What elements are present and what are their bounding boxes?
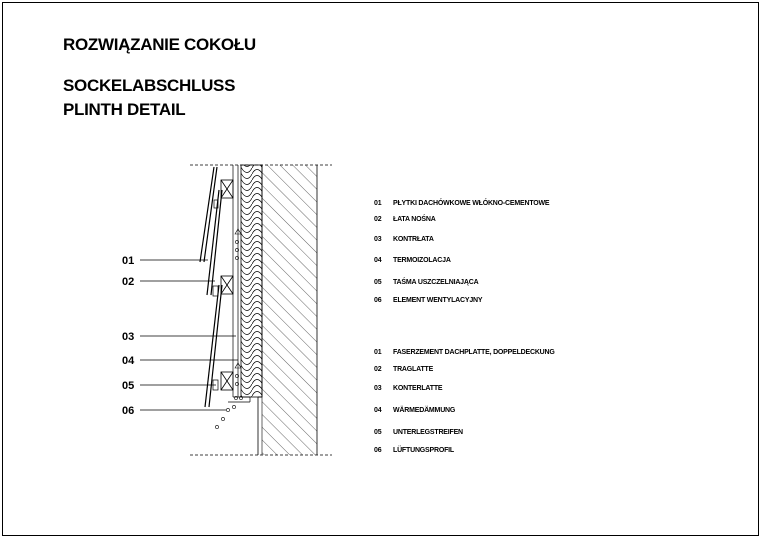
legend-de-item: 05 UNTERLEGSTREIFEN: [374, 428, 463, 437]
batten-middle: [220, 275, 234, 295]
callout-01: 01: [122, 255, 134, 267]
legend-text: KONTRŁATA: [393, 236, 434, 243]
legend-number: 02: [374, 366, 382, 373]
legend-text: TERMOIZOLACJA: [393, 257, 451, 264]
legend-text: UNTERLEGSTREIFEN: [393, 429, 463, 436]
vent-dots: [215, 240, 243, 429]
sealing-tape-marker: [234, 362, 242, 369]
legend-pl-item: 06 ELEMENT WENTYLACYJNY: [374, 296, 483, 305]
batten-bottom: [220, 371, 234, 391]
title-german: SOCKELABSCHLUSS: [63, 76, 236, 95]
batten-top: [220, 179, 234, 199]
legend-text: TAŚMA USZCZELNIAJĄCA: [393, 279, 479, 286]
legend-number: 05: [374, 429, 382, 436]
legend-text: WÄRMEDÄMMUNG: [393, 407, 456, 414]
legend-number: 03: [374, 385, 382, 392]
leader-lines: [140, 259, 238, 411]
legend-pl-item: 05 TAŚMA USZCZELNIAJĄCA: [374, 278, 479, 287]
fibre-cement-tiles: [199, 166, 223, 408]
legend-de-item: 03 KONTERLATTE: [374, 384, 443, 393]
legend-de-item: 02 TRAGLATTE: [374, 365, 433, 374]
callout-06: 06: [122, 405, 134, 417]
callout-05: 05: [122, 380, 134, 392]
legend-text: PŁYTKI DACHÓWKOWE WŁÓKNO-CEMENTOWE: [393, 200, 550, 207]
legend-number: 05: [374, 279, 382, 286]
legend-de-item: 06 LÜFTUNGSPROFIL: [374, 446, 454, 455]
insulation: [240, 164, 263, 398]
legend-pl-item: 01 PŁYTKI DACHÓWKOWE WŁÓKNO-CEMENTOWE: [374, 199, 550, 208]
legend-number: 01: [374, 200, 382, 207]
legend-number: 06: [374, 447, 382, 454]
legend-number: 04: [374, 407, 382, 414]
title-polish: ROZWIĄZANIE COKOŁU: [63, 35, 256, 54]
legend-number: 02: [374, 216, 382, 223]
legend-text: TRAGLATTE: [393, 366, 434, 373]
legend-text: FASERZEMENT DACHPLATTE, DOPPELDECKUNG: [393, 349, 555, 356]
legend-pl-item: 02 ŁATA NOŚNA: [374, 215, 436, 224]
legend-number: 03: [374, 236, 382, 243]
title-english: PLINTH DETAIL: [63, 100, 186, 119]
sealing-tape-marker: [234, 228, 242, 235]
legend-de-item: 04 WÄRMEDÄMMUNG: [374, 406, 455, 415]
legend-number: 04: [374, 257, 382, 264]
legend-number: 01: [374, 349, 382, 356]
wall-hatched: [262, 165, 317, 455]
legend-text: ELEMENT WENTYLACYJNY: [393, 297, 483, 304]
callout-02: 02: [122, 276, 134, 288]
callout-03: 03: [122, 331, 134, 343]
legend-pl-item: 04 TERMOIZOLACJA: [374, 256, 451, 265]
legend-number: 06: [374, 297, 382, 304]
callout-04: 04: [122, 355, 135, 367]
legend-de-item: 01 FASERZEMENT DACHPLATTE, DOPPELDECKUNG: [374, 348, 555, 357]
legend-pl-item: 03 KONTRŁATA: [374, 235, 434, 244]
legend-text: ŁATA NOŚNA: [393, 216, 436, 223]
legend-text: KONTERLATTE: [393, 385, 443, 392]
legend-text: LÜFTUNGSPROFIL: [393, 447, 454, 454]
